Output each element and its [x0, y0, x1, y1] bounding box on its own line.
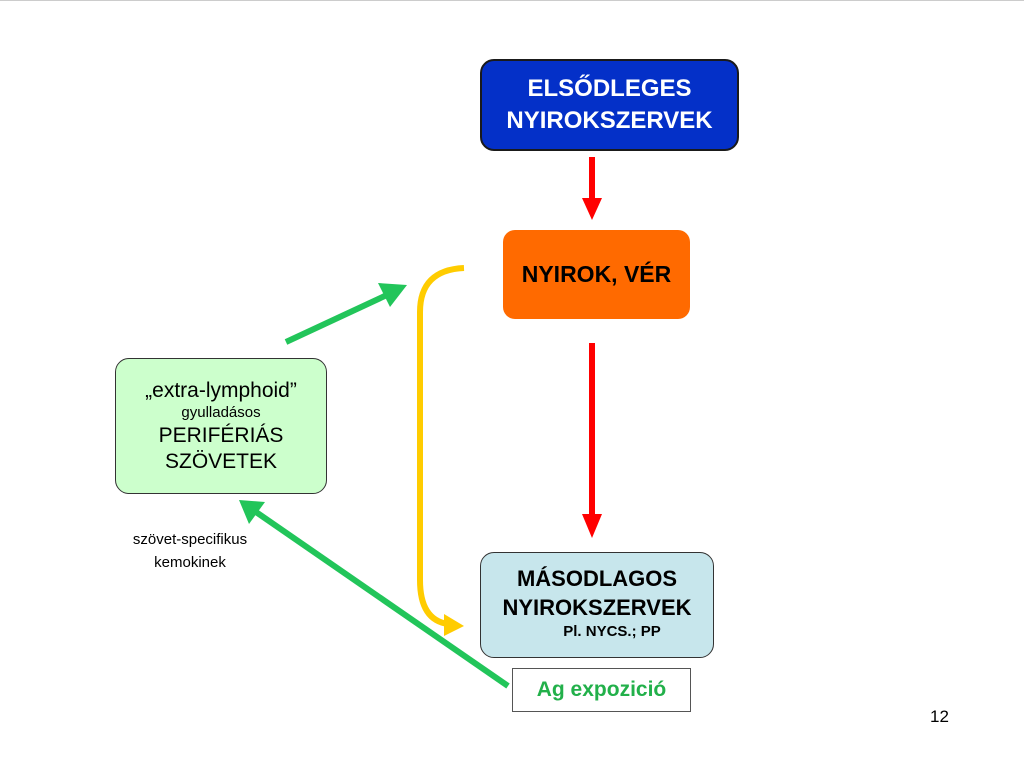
- peripheral-line-3: PERIFÉRIÁS: [158, 423, 284, 447]
- lymph-blood-box: NYIROK, VÉR: [503, 230, 690, 319]
- antigen-exposure-label: Ag expozició: [536, 678, 667, 701]
- arrow-peripheral-to-blood: [284, 283, 407, 345]
- peripheral-line-1: „extra-lymphoid”: [145, 378, 297, 402]
- antigen-exposure-box: Ag expozició: [512, 668, 691, 712]
- chemokine-line-2: kemokinek: [154, 554, 226, 571]
- peripheral-tissues-box: „extra-lymphoid” gyulladásos PERIFÉRIÁS …: [115, 358, 327, 494]
- chemokine-line-1: szövet-specifikus: [132, 531, 248, 548]
- peripheral-line-4: SZÖVETEK: [164, 449, 278, 473]
- chemokine-annotation: szövet-specifikus kemokinek: [105, 528, 275, 574]
- peripheral-line-2: gyulladásos: [181, 403, 261, 421]
- slide-top-border: [0, 0, 1024, 1]
- arrow-primary-to-blood: [582, 157, 602, 220]
- secondary-line-1: MÁSODLAGOS: [516, 566, 678, 591]
- primary-line-2: NYIROKSZERVEK: [506, 107, 713, 134]
- arrow-blood-to-secondary: [582, 343, 602, 538]
- arrow-antigen-to-peripheral: [239, 500, 510, 689]
- recirculation-bracket: [417, 265, 465, 636]
- secondary-line-2: NYIROKSZERVEK: [502, 595, 692, 620]
- page-number: 12: [930, 707, 949, 726]
- secondary-lymphoid-organs-box: MÁSODLAGOS NYIROKSZERVEK Pl. NYCS.; PP: [480, 552, 714, 658]
- primary-line-1: ELSŐDLEGES: [527, 75, 692, 102]
- lymph-blood-label: NYIROK, VÉR: [521, 261, 672, 287]
- primary-lymphoid-organs-box: ELSŐDLEGES NYIROKSZERVEK: [480, 59, 739, 151]
- secondary-example: Pl. NYCS.; PP: [563, 623, 661, 640]
